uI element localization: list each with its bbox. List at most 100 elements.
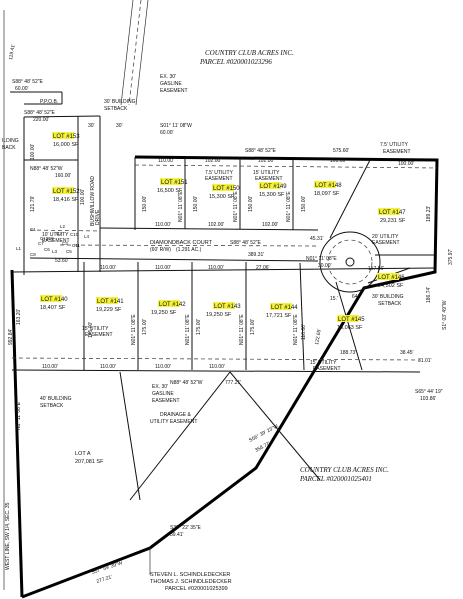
dim-102b: 102.00' [258,158,274,164]
distance-b5: 160.00' [55,173,71,179]
distance-b1: 60.00' [15,86,29,92]
dim-186: 186.74' [426,287,432,303]
dim-150b: 150.00' [193,196,199,212]
dim-110a: 110.00' [158,158,174,164]
side-bearing-145: N01° 11' 08"E [293,314,299,345]
dim-175b: 175.00' [196,319,202,335]
setback-label-b: SETBACK [378,301,402,307]
utility-easement-10 [29,229,101,232]
curve-label-c5: C5 [66,249,72,254]
south-owner-name1: STEVEN L. SCHINDLEDECKER [150,572,230,578]
svg-text:LOT #143: LOT #143 [214,304,241,310]
bearing-b7: N88° 48' 52"W [170,380,203,386]
gasline-center [128,0,142,106]
dim-145: 15.' [330,296,338,302]
lot-149: LOT #149 15,300 SF [259,182,287,198]
bearing-b12: N1° 11' 08"E [16,401,22,430]
east-owner-parcel: PARCEL #020001025401 [299,475,372,483]
dim-110e: 110.00' [208,265,224,271]
gasline-edge-b [135,0,149,106]
curve-label-c2: C2 [56,231,62,236]
south-owner-name2: THOMAS J. SCHINDLEDECKER [150,579,232,585]
lot-145: LOT #145 16,063 SF [337,315,365,331]
svg-text:LOT #141: LOT #141 [97,299,124,305]
bearing-b13: S1° 03' 49"W [442,300,448,330]
lot-144: LOT #144 17,721 SF [266,303,298,319]
curve-label-c9: C9 [48,236,54,241]
road-south-edge [29,257,319,262]
dim-100a: 100.00' [30,144,36,160]
left-bldg-label: ILDING [2,138,19,144]
gasline-label-3: EASEMENT [160,88,188,94]
curve-label-c10: C10 [70,232,79,237]
side-bearing-149: N01° 11' 08"E [286,191,292,222]
dim-161: 161.60' [330,158,346,164]
svg-text:LOT #149: LOT #149 [260,184,287,190]
drainage-label-1: DRAINAGE & [160,412,192,418]
curve-label-c8: C8 [30,252,36,257]
road-name: DIAMONDBACK COURT [150,240,213,246]
lot-146: LOT #146 24,502 SF [377,273,405,289]
curve-label-l4: L4 [84,234,90,239]
bldg-setback-40: 40' BUILDING [40,396,72,402]
ex-gasline-2: GASLINE [152,391,174,397]
svg-text:LOT #145: LOT #145 [338,317,365,323]
side-bearing-151: N01° 11' 08"E [178,191,184,222]
svg-text:16,000 SF: 16,000 SF [53,142,79,148]
svg-text:18,407 SF: 18,407 SF [40,305,66,311]
north-owner-parcel: PARCEL #020001023296 [199,58,272,66]
bldg-setback-30: 30' BUILDING [104,99,136,105]
curve-label-c12: C12 [40,236,49,241]
lot-a: LOT A 207,081 SF [75,451,104,465]
dim-102a: 102.00' [205,158,221,164]
curve-label-c6: C6 [44,247,50,252]
road-area: (1.291 AC.) [176,247,202,253]
gasline-label-1: EX. 30' [160,74,176,80]
bearing-b1: S88° 48' 52"E [12,79,44,85]
svg-text:LOT #144: LOT #144 [271,305,298,311]
dim-121: 121.79' [30,196,36,212]
drainage-line-b [229,371,321,481]
drainage-label-2: UTILITY EASEMENT [150,419,197,425]
svg-text:18,416 SF: 18,416 SF [53,197,79,203]
lot-151: LOT #151 16,500 SF [157,178,188,194]
west-line-label: WEST LINE, SW 1/4, SEC. 35 [5,502,11,570]
dim-110j: 110.00' [209,364,225,370]
svg-text:207,081 SF: 207,081 SF [75,459,104,465]
lot-142: LOT #142 19,250 SF [151,300,186,316]
dim-5360: 53.60' [55,258,69,264]
svg-text:15,300 SF: 15,300 SF [259,192,285,198]
dim-157: 157.56' [368,266,384,272]
south-owner-parcel: PARCEL #020001025399 [165,586,228,592]
line-148-147 [329,159,371,239]
ppob-label: P.P.O.B. [40,99,58,105]
distance-b6: 389.31' [248,252,264,258]
east-owner-name: COUNTRY CLUB ACRES INC. [300,466,389,474]
curve-label-c1: C1 [30,227,36,232]
svg-text:16,063 SF: 16,063 SF [337,325,363,331]
side-bearing-150: N01° 11' 08"E [233,191,239,222]
dim-4531: 45.31' [310,236,324,242]
dim-102c: 102.00' [208,222,224,228]
road-north-edge [99,227,319,231]
dim-2706: 27.06' [256,265,270,271]
distance-b11: 277.21' [96,574,113,585]
util-15-easement-s: EASEMENT [85,332,113,338]
svg-text:LOT #151: LOT #151 [161,180,188,186]
bearing-b6: S88° 48' 52"E [230,240,262,246]
util-75-label-2: 7.5' UTILITY [205,170,234,176]
dim-188: 188.73' [340,350,356,356]
gasline-south [119,371,141,501]
lot-148: LOT #148 18,097 SF [314,181,342,197]
distance-b13: 375.97' [448,249,454,265]
dim-175d: 175.00' [88,322,94,338]
west-boundary [10,269,24,598]
cul-de-sac-inner [327,239,373,285]
road-row: (60' R/W) [150,247,171,253]
dim-100c: 100.00' [80,189,86,205]
bearing-b3: S01° 11' 08"W [160,123,192,129]
distance-b3: 60.00' [160,130,174,136]
dim-100b: 100.00' [398,161,414,167]
north-owner-name: COUNTRY CLUB ACRES INC. [205,49,294,57]
util-75-easement-2: EASEMENT [205,176,233,182]
